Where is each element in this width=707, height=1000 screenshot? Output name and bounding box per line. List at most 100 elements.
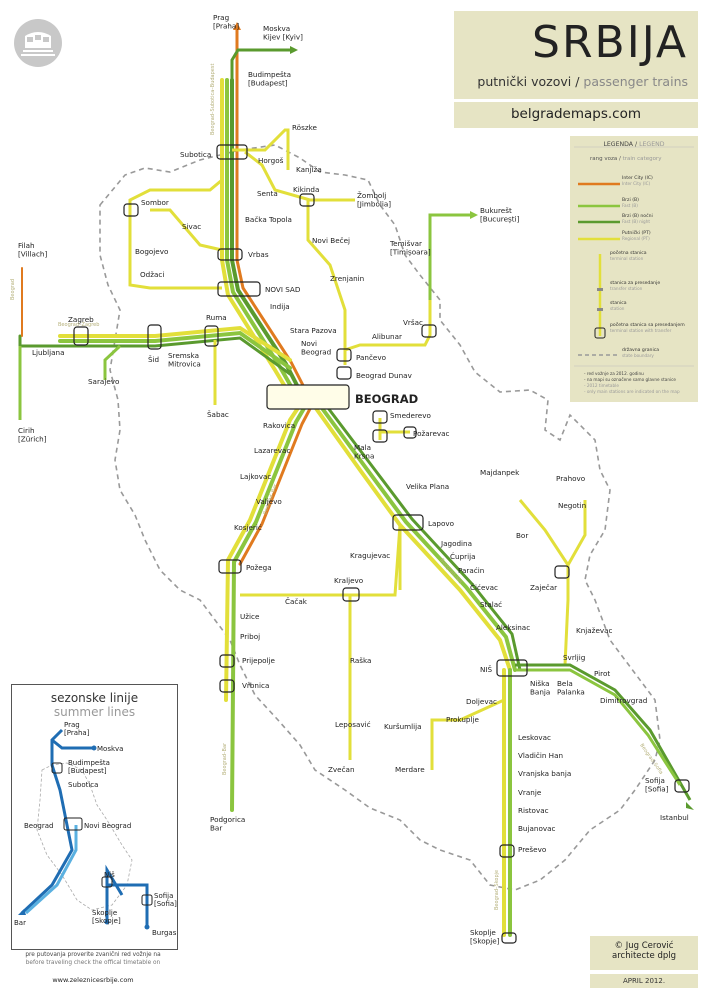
- website-link[interactable]: belgrademaps.com: [510, 106, 642, 122]
- svg-text:Beograd–Subotica–Budapest: Beograd–Subotica–Budapest: [210, 64, 216, 135]
- station-label: Alibunar: [372, 332, 402, 341]
- legend-item-sublabel: station: [610, 306, 625, 311]
- line-moskva: [230, 48, 290, 80]
- station-label: Požarevac: [413, 429, 450, 438]
- station-label: Lajkovac: [240, 472, 271, 481]
- station-label: Kanjiža: [296, 165, 322, 174]
- station-label: Cirih[Zürich]: [18, 426, 47, 443]
- station-label: Horgoš: [258, 156, 284, 165]
- station-label: Vrbas: [248, 250, 269, 259]
- station-label: Novi Bečej: [312, 236, 350, 245]
- state-boundary: [99, 144, 661, 891]
- legend-item-sublabel: state boundary: [622, 353, 654, 358]
- station-label: Bogojevo: [135, 247, 168, 256]
- summer-station-label: Niš: [104, 871, 115, 879]
- train-icon: [13, 18, 63, 72]
- map-subtitle: putnički vozovi / passenger trains: [477, 74, 688, 89]
- line-beograd-nis: [308, 398, 522, 672]
- railway-website-link[interactable]: www.zeleznicesrbije.com: [52, 976, 134, 984]
- legend-item-sublabel: transfer station: [610, 286, 643, 291]
- svg-text:Beograd–Bar: Beograd–Bar: [222, 742, 228, 775]
- station-label: Šid: [148, 355, 159, 364]
- station-label: Bukurešt[București]: [480, 206, 520, 223]
- legend-item-label: početna stanica sa presedanjem: [610, 321, 685, 328]
- line-bukurest: [428, 213, 470, 300]
- station-markers: [73, 144, 690, 944]
- map-date: APRIL 2012.: [622, 977, 666, 985]
- station-label: Užice: [240, 612, 260, 621]
- legend-item-sublabel: Fast (B) night: [622, 219, 650, 224]
- legend-item-label: Inter City (IC): [622, 175, 653, 181]
- line-budapest-beograd: [220, 28, 310, 397]
- station-label: Ristovac: [518, 806, 549, 815]
- summer-station-label: Moskva: [97, 745, 123, 753]
- line-roszke: [232, 128, 290, 170]
- summer-subtitle: summer lines: [53, 705, 136, 719]
- station-label: Kragujevac: [350, 551, 390, 560]
- legend-item-label: početna stanica: [610, 249, 647, 256]
- legend-note: - red vožnje za 2012. godinu: [584, 371, 644, 376]
- station-label: Ćuprija: [450, 552, 476, 561]
- station-label: Sofija[Sofia]: [645, 776, 669, 793]
- legend-item-label: stanica za presedanje: [610, 280, 660, 286]
- svg-text:Beograd: Beograd: [10, 279, 16, 300]
- station-label: Prag[Praha]: [213, 13, 239, 30]
- station-label: Valjevo: [256, 497, 282, 506]
- summer-station-label: Budimpešta[Budapest]: [68, 759, 110, 775]
- line-sofija: [515, 663, 692, 801]
- line-beograd-bar: [224, 403, 314, 812]
- station-label: Doljevac: [466, 697, 497, 706]
- station-label: Röszke: [292, 123, 317, 132]
- station-label: Istanbul: [660, 813, 689, 822]
- station-label: Ljubljana: [32, 348, 64, 357]
- station-label: Kikinda: [293, 185, 319, 194]
- station-label: Zaječar: [530, 583, 557, 592]
- station-label: Velika Plana: [406, 482, 449, 491]
- station-label: Zrenjanin: [330, 274, 364, 283]
- svg-text:Beograd–Zagreb: Beograd–Zagreb: [58, 322, 99, 328]
- copyright-title: architecte dplg: [612, 951, 676, 961]
- line-zagreb-beograd: [18, 267, 292, 376]
- station-label: Kuršumlija: [384, 722, 422, 731]
- station-label: Negotin: [558, 501, 586, 510]
- legend-item-sublabel: terminal station with transfer: [610, 328, 672, 333]
- station-label: Šabac: [207, 410, 229, 419]
- station-label: Prokuplje: [446, 715, 479, 724]
- arrow-bukurest: [470, 211, 478, 219]
- station-label: Dimitrovgrad: [600, 696, 647, 705]
- station-label: Ćićevac: [470, 583, 498, 592]
- line-nis-skopje: [502, 668, 512, 937]
- station-label: Jagodina: [440, 539, 472, 548]
- station-label: Odžaci: [140, 270, 164, 279]
- station-label: Bujanovac: [518, 824, 555, 833]
- summer-station-label: Skoplje[Skopje]: [92, 909, 121, 925]
- station-label: Zagreb: [68, 315, 94, 324]
- station-label: Priboj: [240, 632, 260, 641]
- summer-station-label: Subotica: [68, 781, 98, 789]
- station-label: Bačka Topola: [245, 215, 292, 224]
- station-label: Senta: [257, 189, 278, 198]
- station-label: Raška: [350, 656, 371, 665]
- station-label: BEOGRAD: [355, 392, 418, 406]
- station-label: Indija: [270, 302, 290, 311]
- summer-station-label: Sofija[Sofia]: [154, 892, 177, 908]
- summer-station-label: Burgas: [152, 929, 177, 937]
- summer-line-moskva: [51, 738, 92, 750]
- station-label: Subotica: [180, 150, 211, 159]
- website-panel: belgrademaps.com: [454, 102, 698, 128]
- station-label: Kraljevo: [334, 576, 363, 585]
- legend-panel: LEGENDA / LEGEND rang voza / train categ…: [570, 136, 698, 402]
- summer-title: sezonske linije: [50, 691, 139, 705]
- station-label: Požega: [246, 563, 272, 572]
- station-label: Rakovica: [263, 421, 295, 430]
- summer-station-label: Beograd: [24, 822, 53, 830]
- legend-note: - only main stations are indicated on th…: [584, 389, 680, 394]
- legend-title: LEGENDA / LEGEND: [603, 141, 665, 148]
- station-label: Vrbnica: [242, 681, 269, 690]
- station-label: Vranje: [518, 788, 542, 797]
